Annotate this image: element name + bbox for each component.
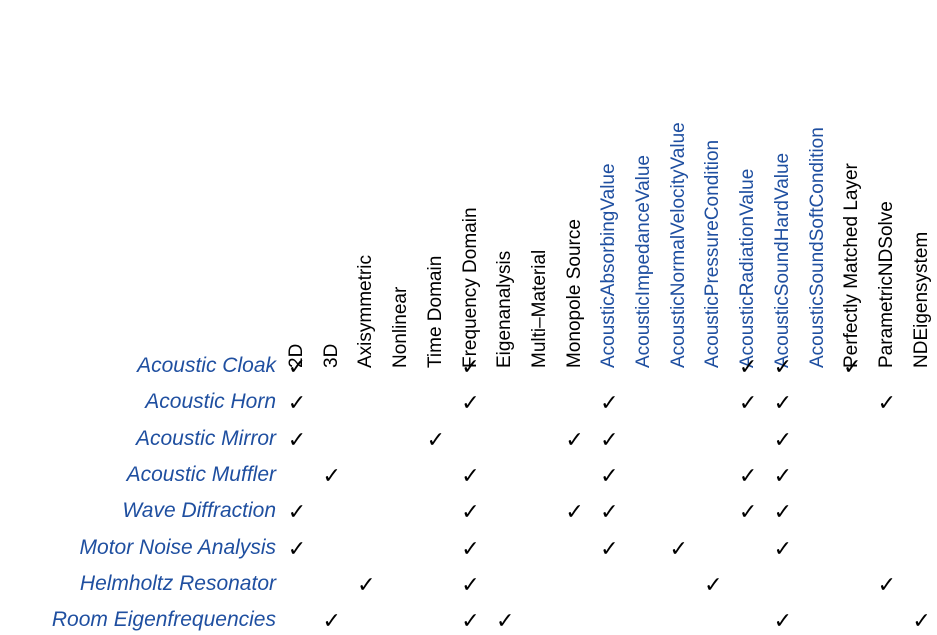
check-mark-icon: ✓ <box>287 391 307 417</box>
check-mark-icon: ✓ <box>461 463 480 489</box>
check-mark-icon: ✓ <box>912 609 931 635</box>
check-mark-icon: ✓ <box>287 536 307 562</box>
check-mark-icon: ✓ <box>773 609 793 635</box>
check-mark-icon: ✓ <box>287 427 307 453</box>
check-mark-icon: ✓ <box>461 536 480 562</box>
column-header-13[interactable]: AcousticRadiationValue <box>737 168 759 368</box>
check-mark-icon: ✓ <box>842 355 862 380</box>
column-header-17: ParametricNDSolve <box>875 201 897 368</box>
check-mark-icon: ✓ <box>565 500 584 526</box>
check-mark-icon: ✓ <box>704 572 723 598</box>
row-label-3[interactable]: Acoustic Muffler <box>126 462 276 486</box>
check-mark-icon: ✓ <box>426 427 446 453</box>
column-header-1: 3D <box>320 343 342 368</box>
check-mark-icon: ✓ <box>461 355 480 380</box>
column-header-15[interactable]: AcousticSoundSoftCondition <box>806 127 828 368</box>
column-header-4: Time Domain <box>424 255 446 368</box>
check-mark-icon: ✓ <box>773 391 793 417</box>
check-mark-icon: ✓ <box>322 463 341 489</box>
check-mark-icon: ✓ <box>461 500 480 526</box>
check-mark-icon: ✓ <box>287 500 307 526</box>
row-label-5[interactable]: Motor Noise Analysis <box>79 535 276 559</box>
check-mark-icon: ✓ <box>773 427 793 453</box>
column-header-7: Multi–Material <box>528 249 550 368</box>
check-mark-icon: ✓ <box>669 536 688 562</box>
check-mark-icon: ✓ <box>495 609 515 635</box>
row-label-2[interactable]: Acoustic Mirror <box>135 426 276 450</box>
check-mark-icon: ✓ <box>600 427 619 453</box>
column-header-11[interactable]: AcousticNormalVelocityValue <box>667 122 689 368</box>
row-label-0[interactable]: Acoustic Cloak <box>137 354 276 377</box>
check-mark-icon: ✓ <box>738 500 758 526</box>
check-mark-icon: ✓ <box>773 500 793 526</box>
column-header-5: Frequency Domain <box>459 207 481 368</box>
check-mark-icon: ✓ <box>600 463 619 489</box>
check-mark-icon: ✓ <box>461 572 480 598</box>
check-mark-icon: ✓ <box>773 536 793 562</box>
check-mark-icon: ✓ <box>322 609 341 635</box>
check-mark-icon: ✓ <box>357 572 376 598</box>
check-mark-icon: ✓ <box>738 463 758 489</box>
check-mark-icon: ✓ <box>773 355 793 380</box>
check-mark-icon: ✓ <box>600 500 619 526</box>
check-mark-icon: ✓ <box>877 572 897 598</box>
row-label-6[interactable]: Helmholtz Resonator <box>79 571 276 595</box>
column-header-16: Perfectly Matched Layer <box>841 163 863 368</box>
check-mark-icon: ✓ <box>287 355 307 380</box>
row-label-1[interactable]: Acoustic Horn <box>145 390 276 414</box>
check-mark-icon: ✓ <box>738 391 758 417</box>
check-mark-icon: ✓ <box>600 391 619 417</box>
column-header-9[interactable]: AcousticAbsorbingValue <box>598 163 620 368</box>
column-header-18: NDEigensystem <box>910 231 932 368</box>
check-mark-icon: ✓ <box>565 427 584 453</box>
row-label-4[interactable]: Wave Diffraction <box>122 499 276 523</box>
column-header-2: Axisymmetric <box>355 255 377 368</box>
check-mark-icon: ✓ <box>738 355 758 380</box>
column-header-10[interactable]: AcousticImpedanceValue <box>633 155 654 368</box>
check-mark-icon: ✓ <box>461 609 480 635</box>
column-header-6: Eigenanalysis <box>494 250 516 368</box>
row-label-7[interactable]: Room Eigenfrequencies <box>51 608 276 632</box>
check-mark-icon: ✓ <box>461 391 480 417</box>
column-header-14[interactable]: AcousticSoundHardValue <box>771 152 793 368</box>
column-header-12[interactable]: AcousticPressureCondition <box>702 139 724 368</box>
column-header-8: Monopole Source <box>563 219 585 368</box>
check-mark-icon: ✓ <box>773 463 793 489</box>
check-mark-icon: ✓ <box>600 536 619 562</box>
check-mark-icon: ✓ <box>877 391 897 417</box>
column-header-3: Nonlinear <box>390 286 412 368</box>
